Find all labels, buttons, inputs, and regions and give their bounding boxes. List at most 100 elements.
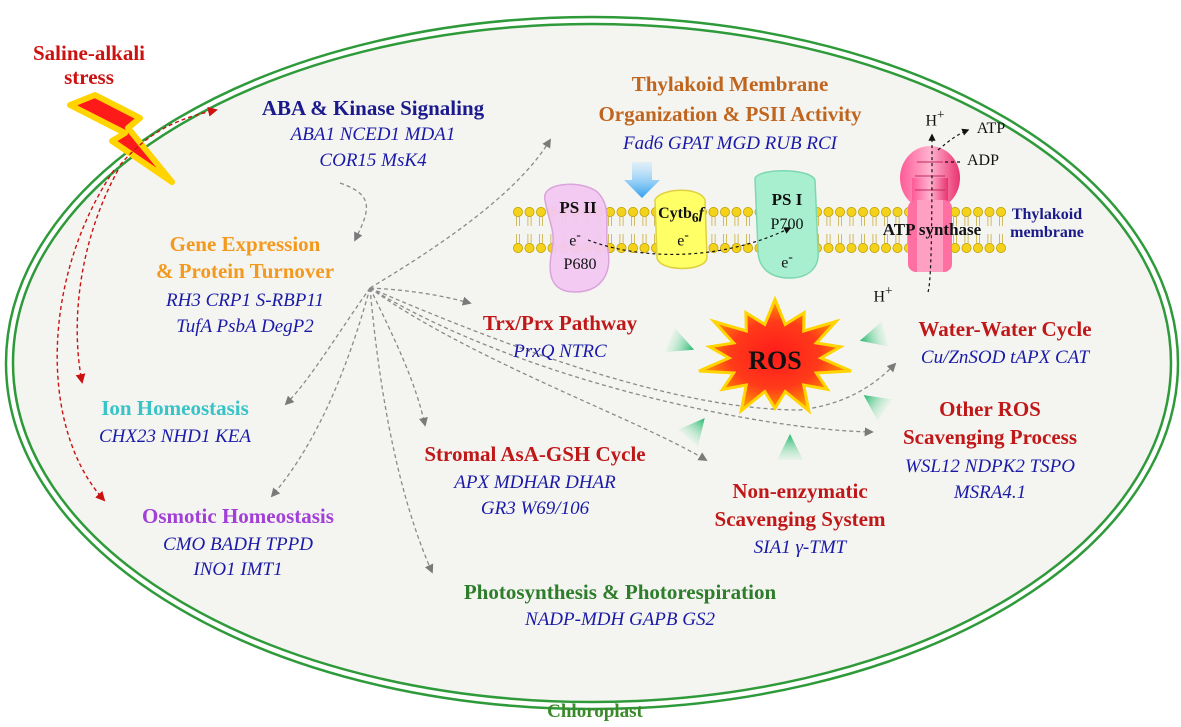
aba-genes-line1: ABA1 NCED1 MDA1 <box>290 124 456 145</box>
lipid-head <box>743 207 753 217</box>
stress-label-line2: stress <box>64 64 114 89</box>
ps2-complex <box>544 183 610 293</box>
lipid-head <box>996 243 1006 253</box>
gene-expression-genes-line2: TufA PsbA DegP2 <box>176 316 314 337</box>
lipid-head <box>835 243 845 253</box>
lipid-head <box>835 207 845 217</box>
ps1-electron-label: e- <box>781 249 793 272</box>
stromal-genes-line2: GR3 W69/106 <box>480 498 590 519</box>
atp-synthase-label: ATP synthase <box>882 220 982 239</box>
arrow-to-water-water <box>369 287 897 411</box>
lipid-head <box>846 207 857 217</box>
lipid-head <box>731 207 742 217</box>
lipid-head <box>616 243 627 253</box>
lipid-head <box>616 207 627 217</box>
aba-genes-line2: COR15 MsK4 <box>319 150 427 171</box>
chloroplast-inner-membrane <box>11 22 1173 704</box>
aba-title: ABA & Kinase Signaling <box>261 96 485 120</box>
stress-arrows <box>56 106 218 502</box>
atp-synthase-icon <box>900 146 960 272</box>
lipid-head <box>846 243 857 253</box>
lipid-head <box>639 243 650 253</box>
chloroplast-outer-membrane <box>4 15 1180 711</box>
lipid-head <box>892 243 903 253</box>
lipid-head <box>961 207 972 217</box>
cytb6f-suffix: f <box>698 205 704 222</box>
lipid-head <box>869 207 880 217</box>
ps1-label: PS I <box>771 190 803 209</box>
arrow-to-ion <box>284 287 371 406</box>
stress-arrow-osmotic <box>56 169 115 502</box>
cytb6f-complex <box>654 189 708 270</box>
h-plus-top: H+ <box>925 107 945 130</box>
p700-label: P700 <box>770 216 804 233</box>
ps2-label: PS II <box>559 198 597 217</box>
arrow-aba-to-gene-expression <box>339 182 367 242</box>
thylakoid-membrane-label: Thylakoid membrane <box>1002 206 1092 242</box>
stress-arrow-aba <box>119 106 218 166</box>
thylakoid-membrane-label-line2: membrane <box>1010 223 1084 241</box>
proton-flow-arrow <box>927 133 936 293</box>
ps1-complex <box>754 170 819 279</box>
ros-label: ROS <box>748 346 802 375</box>
gene-expression-title-line1: Gene Expression <box>169 232 321 256</box>
signaling-arrows <box>270 138 897 574</box>
lipid-head <box>536 207 546 217</box>
other-ros-genes-line2: MSRA4.1 <box>953 482 1027 503</box>
lipid-head <box>731 243 742 253</box>
thylakoid-title-line1: Thylakoid Membrane <box>631 72 829 96</box>
gene-expression-title-line2: & Protein Turnover <box>155 259 335 283</box>
ion-title: Ion Homeostasis <box>101 396 249 420</box>
lipid-head <box>639 207 650 217</box>
lipid-head <box>984 243 995 253</box>
lipid-head <box>524 243 535 253</box>
electron-symbol: e <box>677 232 685 250</box>
p680-label: P680 <box>563 256 597 273</box>
nonenzymatic-genes: SIA1 γ-TMT <box>753 537 847 558</box>
thylakoid-genes: Fad6 GPAT MGD RUB RCI <box>623 133 837 154</box>
lipid-head <box>720 243 730 253</box>
arrow-to-thylakoid <box>369 138 551 289</box>
h-plus-bottom: H+ <box>873 283 893 306</box>
electron-symbol: e <box>569 232 577 250</box>
photosynthesis-title: Photosynthesis & Photorespiration <box>463 580 777 604</box>
other-ros-title-line1: Other ROS <box>939 397 1041 421</box>
arrow-to-stromal <box>369 287 428 427</box>
stromal-genes-line1: APX MDHAR DHAR <box>454 472 616 493</box>
chloroplast-label: Chloroplast <box>547 701 643 722</box>
lipid-head <box>961 243 972 253</box>
lipid-head <box>513 207 523 217</box>
h-symbol: H <box>873 288 886 306</box>
electron-symbol: e <box>781 254 789 272</box>
ion-genes: CHX23 NHD1 KEA <box>99 426 251 447</box>
arrow-to-trx <box>369 287 472 306</box>
lipid-head <box>984 207 995 217</box>
water-water-genes: Cu/ZnSOD tAPX CAT <box>920 347 1090 368</box>
lipid-head <box>869 243 880 253</box>
lipid-head <box>823 243 834 253</box>
stress-label-line1: Saline-alkali <box>32 41 146 65</box>
h-symbol: H <box>925 112 938 130</box>
trx-title: Trx/Prx Pathway <box>482 311 638 335</box>
gene-expression-genes-line1: RH3 CRP1 S-RBP11 <box>166 290 324 311</box>
cytb6f-label: Cytb6f <box>650 205 712 226</box>
water-water-title: Water-Water Cycle <box>918 317 1092 341</box>
lipid-head <box>973 243 983 253</box>
lipid-head <box>524 207 535 217</box>
thylakoid-membrane-label-line1: Thylakoid <box>1011 206 1083 223</box>
lightning-bolt-icon <box>67 92 175 185</box>
arrow-to-photosynthesis <box>369 287 434 574</box>
trx-genes: PrxQ NTRC <box>513 341 607 362</box>
lipid-head <box>973 207 983 217</box>
arrow-to-nonenzymatic <box>369 287 708 461</box>
atp-out-arrow <box>937 128 970 151</box>
lipid-head <box>858 207 868 217</box>
cytb6f-subscript: 6 <box>691 210 699 226</box>
lipid-head <box>720 207 730 217</box>
other-ros-title-line2: Scavenging Process <box>902 425 1078 449</box>
lipid-head <box>858 243 868 253</box>
lipid-head <box>628 207 638 217</box>
thylakoid-input-arrow <box>624 162 660 198</box>
lipid-head <box>892 207 903 217</box>
lipid-head <box>996 207 1006 217</box>
